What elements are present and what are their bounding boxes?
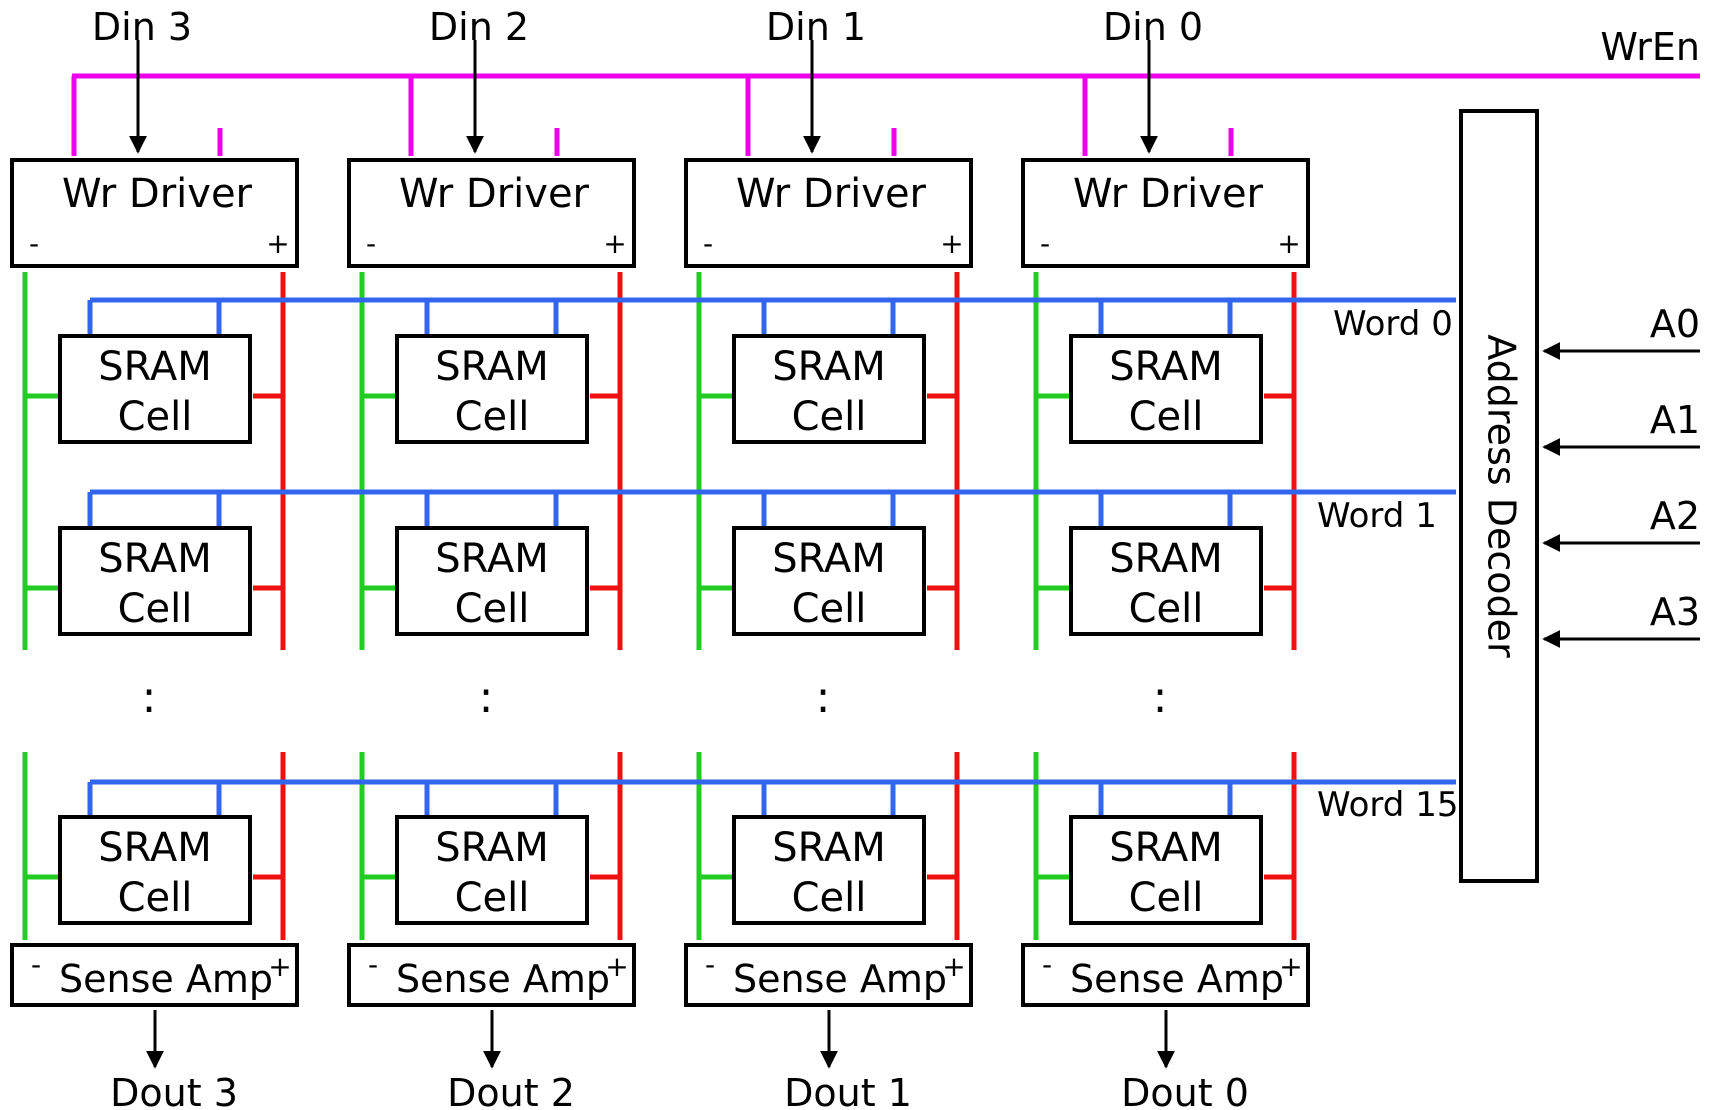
sram-cell-label-line2: Cell: [455, 875, 530, 921]
wren-label: WrEn: [1600, 25, 1700, 69]
row-ellipsis: :: [479, 672, 494, 723]
sense-amp-minus: -: [705, 948, 715, 981]
sram-cell-label-line2: Cell: [455, 394, 530, 440]
address-input-label: A0: [1650, 302, 1700, 346]
write-driver-plus: +: [940, 227, 963, 260]
sram-cell-label-line2: Cell: [118, 875, 193, 921]
write-driver-label: Wr Driver: [736, 171, 927, 217]
dout-label: Dout 0: [1121, 1071, 1249, 1110]
write-driver-box: [347, 158, 636, 268]
write-driver-label: Wr Driver: [1073, 171, 1264, 217]
sense-amp-plus: +: [268, 950, 291, 983]
sram-cell-label-line1: SRAM: [98, 536, 211, 582]
sram-cell-label-line2: Cell: [792, 394, 867, 440]
sram-cell-box: [1069, 334, 1263, 444]
sense-amp-plus: +: [1279, 950, 1302, 983]
sram-cell-label-line2: Cell: [455, 586, 530, 632]
row-ellipsis: :: [142, 672, 157, 723]
address-decoder-box: [1459, 109, 1539, 883]
sram-cell-box: [395, 526, 589, 636]
sense-amp-box: [10, 943, 299, 1007]
sense-amp-box: [347, 943, 636, 1007]
address-input-label: A2: [1650, 494, 1700, 538]
sram-cell-label-line1: SRAM: [772, 344, 885, 390]
sense-amp-box: [1021, 943, 1310, 1007]
sram-cell-label-line2: Cell: [118, 394, 193, 440]
wire-layer: [22, 40, 1700, 1069]
sense-amp-plus: +: [605, 950, 628, 983]
din-label: Din 0: [1103, 5, 1203, 49]
write-driver-plus: +: [266, 227, 289, 260]
dout-label: Dout 2: [447, 1071, 575, 1110]
sram-cell-box: [732, 815, 926, 925]
din-label: Din 2: [429, 5, 529, 49]
sram-cell-label-line1: SRAM: [435, 344, 548, 390]
din-label: Din 1: [766, 5, 866, 49]
word-1-label: Word 1: [1317, 496, 1437, 536]
sram-cell-label-line1: SRAM: [772, 825, 885, 871]
sense-amp-minus: -: [31, 948, 41, 981]
sense-amp-label: Sense Amp: [59, 957, 273, 1001]
write-driver-box: [10, 158, 299, 268]
address-decoder-label: Address Decoder: [1480, 334, 1524, 658]
row-ellipsis: :: [1153, 672, 1168, 723]
box-layer: [10, 109, 1539, 1007]
sram-cell-label-line1: SRAM: [98, 344, 211, 390]
address-input-label: A1: [1650, 398, 1700, 442]
write-driver-box: [684, 158, 973, 268]
write-driver-minus: -: [703, 227, 713, 260]
sram-cell-box: [58, 815, 252, 925]
sense-amp-label: Sense Amp: [396, 957, 610, 1001]
word-15-label: Word 15: [1317, 785, 1458, 825]
dout-label: Dout 1: [784, 1071, 912, 1110]
sram-cell-box: [1069, 815, 1263, 925]
sram-cell-label-line2: Cell: [1129, 394, 1204, 440]
sram-cell-label-line1: SRAM: [435, 825, 548, 871]
word-0-label: Word 0: [1333, 304, 1453, 344]
sram-cell-box: [1069, 526, 1263, 636]
write-driver-label: Wr Driver: [399, 171, 590, 217]
sram-cell-box: [395, 334, 589, 444]
dout-label: Dout 3: [110, 1071, 238, 1110]
sram-cell-label-line1: SRAM: [772, 536, 885, 582]
sram-cell-label-line1: SRAM: [1109, 344, 1222, 390]
sram-cell-label-line1: SRAM: [1109, 536, 1222, 582]
sram-cell-label-line2: Cell: [792, 875, 867, 921]
din-label: Din 3: [92, 5, 192, 49]
write-driver-label: Wr Driver: [62, 171, 253, 217]
sram-cell-box: [732, 334, 926, 444]
write-driver-plus: +: [1277, 227, 1300, 260]
write-driver-box: [1021, 158, 1310, 268]
sram-cell-box: [732, 526, 926, 636]
sense-amp-plus: +: [942, 950, 965, 983]
row-ellipsis: :: [816, 672, 831, 723]
sram-cell-label-line1: SRAM: [435, 536, 548, 582]
sram-cell-label-line2: Cell: [118, 586, 193, 632]
sense-amp-minus: -: [1042, 948, 1052, 981]
sense-amp-box: [684, 943, 973, 1007]
write-driver-plus: +: [603, 227, 626, 260]
sram-cell-label-line2: Cell: [1129, 875, 1204, 921]
write-driver-minus: -: [1040, 227, 1050, 260]
address-input-label: A3: [1650, 590, 1700, 634]
sram-cell-box: [58, 334, 252, 444]
sram-cell-label-line2: Cell: [1129, 586, 1204, 632]
sram-cell-label-line1: SRAM: [98, 825, 211, 871]
sense-amp-label: Sense Amp: [733, 957, 947, 1001]
write-driver-minus: -: [29, 227, 39, 260]
sense-amp-minus: -: [368, 948, 378, 981]
sram-cell-box: [58, 526, 252, 636]
sense-amp-label: Sense Amp: [1070, 957, 1284, 1001]
write-driver-minus: -: [366, 227, 376, 260]
sram-cell-box: [395, 815, 589, 925]
sram-cell-label-line2: Cell: [792, 586, 867, 632]
sram-cell-label-line1: SRAM: [1109, 825, 1222, 871]
